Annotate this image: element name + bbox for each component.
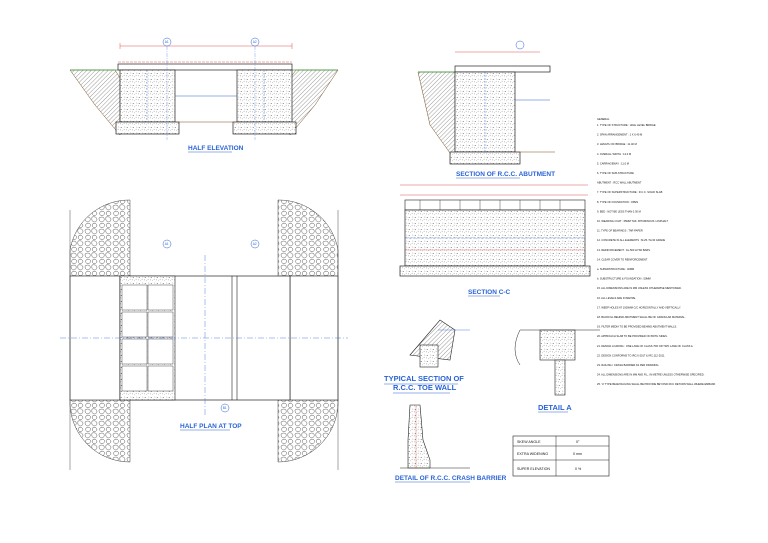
note-line: 13. REINFORCEMENT : Fe-500 HYSD BARS — [597, 248, 650, 252]
note-line: 1. TYPE OF STRUCTURE : HIGH LEVEL BRIDGE — [597, 123, 656, 127]
note-line: 14. CLEAR COVER TO REINFORCEMENT — [597, 257, 648, 261]
plan-title: HALF PLAN AT TOP — [180, 423, 242, 430]
notes-header: GENERAL — [597, 117, 610, 121]
table-row-label: EXTRA WIDENING — [517, 452, 548, 456]
table-row-value: 0° — [576, 440, 580, 444]
abutment-section-title: SECTION OF R.C.C. ABUTMENT — [456, 171, 555, 178]
crash-barrier-view: DETAIL OF R.C.C. CRASH BARRIER — [395, 404, 507, 483]
note-line: 15. ALL DIMENSIONS ARE IN MM UNLESS OTHE… — [597, 286, 682, 290]
axis-marker-a1-label: A1 — [165, 40, 169, 44]
toe-wall-title-line1: TYPICAL SECTION OF — [384, 374, 464, 383]
note-line: 16. ALL LEVELS ARE IN METRE. — [597, 296, 636, 300]
railing-posts — [419, 200, 561, 210]
crash-barrier-title: DETAIL OF R.C.C. CRASH BARRIER — [395, 475, 507, 482]
note-line: 6. TYPE OF SUB-STRUCTURE — [597, 171, 634, 175]
note-line: 21. DESIGN LOADING : ONE LANE OF CLASS 7… — [597, 344, 694, 348]
general-notes: GENERAL 1. TYPE OF STRUCTURE : HIGH LEVE… — [597, 117, 716, 386]
note-line: 3. LENGTH OF BRIDGE : 11.40 M — [597, 142, 637, 146]
elevation-title: HALF ELEVATION — [188, 145, 244, 152]
note-line: 23. RAILING / CRASH BARRIER AS PER DRAWI… — [597, 363, 659, 367]
toe-wall-view: TYPICAL SECTION OF R.C.C. TOE WALL — [384, 319, 470, 394]
section-cc-title: SECTION C-C — [468, 289, 511, 296]
toe-wall-title-line2: R.C.C. TOE WALL — [393, 383, 457, 392]
table-row-value: 0 mm — [573, 452, 582, 456]
note-line: 12. CONCRETE IN ALL ELEMENTS : M-25 / M-… — [597, 238, 665, 242]
design-parameter-table: SKEW ANGLE 0° EXTRA WIDENING 0 mm SUPER … — [512, 435, 610, 477]
note-line: 2. SPAN ARRANGEMENT : 1 X 6.40 M — [597, 133, 642, 137]
note-line: 7. TYPE OF SUPERSTRUCTURE : R.C.C. SOLID… — [597, 190, 663, 194]
note-line: 9. BED : NOT BE LESS THAN 0.30 M — [597, 209, 641, 213]
plan-view: A1 A2 B1 HALF PLAN AT TOP — [60, 199, 348, 470]
note-line: 22. DESIGN CONFORMS TO IRC:6-2017 & IRC:… — [597, 353, 665, 357]
plan-grid — [121, 284, 174, 392]
detail-a-view: DETAIL A — [514, 329, 600, 413]
note-line: 18. BACKFILL BEHIND ABUTMENT SHALL BE OF… — [597, 315, 686, 319]
note-line: a. SUPERSTRUCTURE : 40MM — [597, 267, 634, 271]
plan-marker-a2-label: A2 — [253, 242, 257, 246]
note-line: 17. WEEP HOLES AT 1000MM C/C HORIZONTALL… — [597, 305, 681, 309]
note-line: 25. 'U' TYPE BEAM RAILING SHALL BE PROVI… — [597, 382, 716, 386]
plan-marker-b1-label: B1 — [223, 406, 227, 410]
note-line: 10. WEARING COAT : 65MM THK. BITUMINOUS … — [597, 219, 668, 223]
note-line: ABUTMENT : RCC WALL ABUTMENT — [597, 181, 642, 185]
note-line: 24. ALL DIMENSIONS ARE IN MM AND R.L. IN… — [597, 373, 705, 377]
table-row-label: SUPER ELEVATION — [517, 467, 550, 471]
note-line: 5. CARRIAGEWAY : 11.0 M — [597, 161, 629, 165]
abutment-section-view: SECTION OF R.C.C. ABUTMENT — [417, 40, 555, 179]
table-row-value: 0 % — [575, 467, 582, 471]
axis-marker-a2-label: A2 — [253, 40, 257, 44]
note-line: 19. FILTER MEDIA TO BE PROVIDED BEHIND A… — [597, 325, 677, 329]
elevation-view: A1 A2 HALF ELEVATION — [69, 37, 339, 153]
note-line: 11. TYPE OF BEARINGS : TAR PAPER — [597, 229, 643, 233]
note-line: 4. OVERALL WIDTH : 12.0 M — [597, 152, 631, 156]
notes-list: 1. TYPE OF STRUCTURE : HIGH LEVEL BRIDGE… — [597, 123, 716, 386]
note-line: 20. APPROACH SLAB TO BE PROVIDED ON BOTH… — [597, 334, 668, 338]
detail-a-title: DETAIL A — [538, 403, 572, 412]
table-row-label: SKEW ANGLE — [517, 440, 541, 444]
note-line: b. SUBSTRUCTURE & FOUNDATION : 50MM — [597, 277, 651, 281]
section-cc-view: SECTION C-C — [399, 184, 591, 297]
plan-marker-a1-label: A1 — [165, 242, 169, 246]
note-line: 8. TYPE OF FOUNDATION : OPEN — [597, 200, 638, 204]
